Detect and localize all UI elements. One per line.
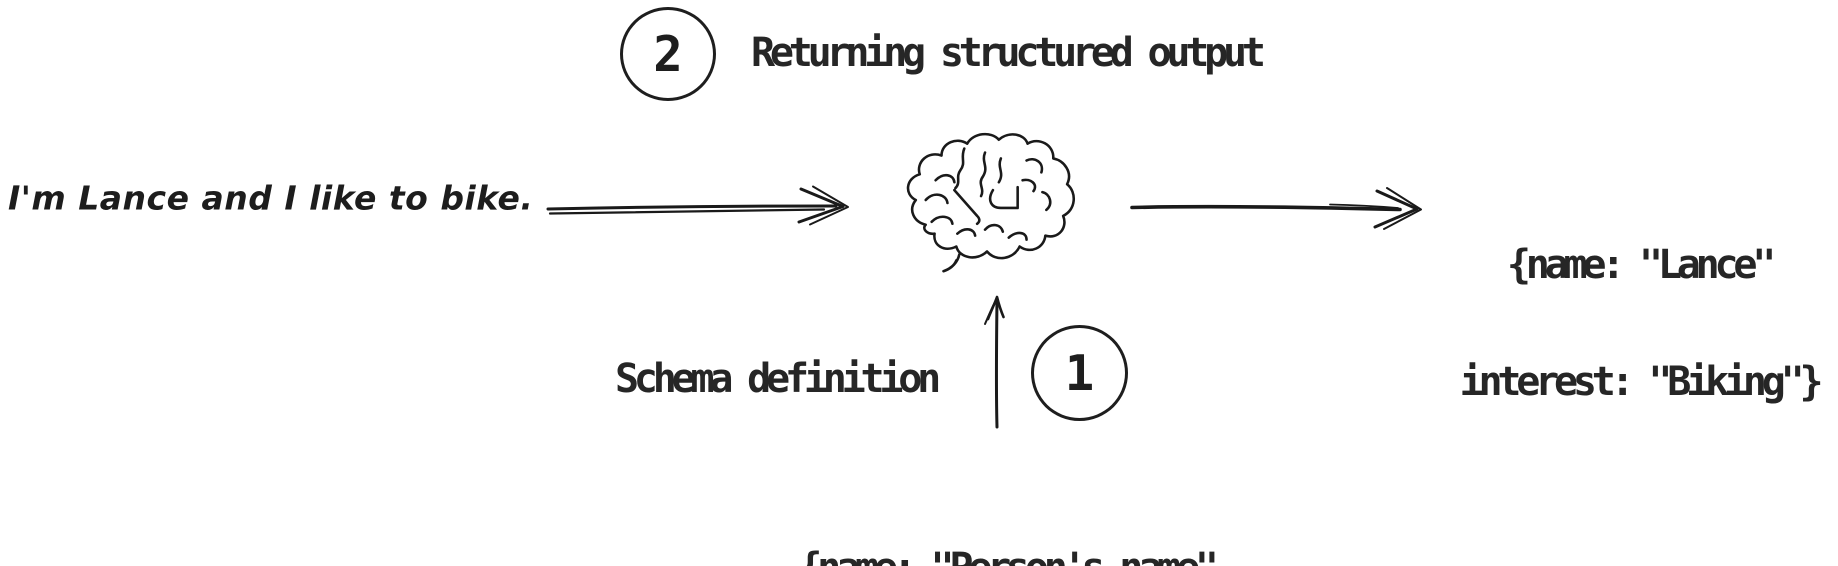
schema-json: {name: "Person's name" interest: "Person… bbox=[705, 478, 1307, 566]
brain-icon bbox=[906, 132, 1075, 273]
schema-json-line-1: {name: "Person's name" bbox=[705, 548, 1307, 566]
input-arrow bbox=[546, 185, 849, 226]
output-json-line-2: interest: "Biking"} bbox=[1459, 359, 1824, 405]
schema-arrow bbox=[984, 295, 1005, 429]
output-json: {name: "Lance" interest: "Biking"} bbox=[1438, 168, 1838, 480]
output-arrow bbox=[1130, 187, 1422, 230]
diagram-title: Returning structured output bbox=[751, 30, 1266, 77]
output-json-line-1: {name: "Lance" bbox=[1506, 242, 1777, 288]
step-2-number: 2 bbox=[653, 25, 683, 83]
step-1-number: 1 bbox=[1064, 344, 1095, 402]
schema-definition-label: Schema definition bbox=[615, 356, 941, 403]
step-1-badge: 1 bbox=[1031, 325, 1128, 421]
step-2-badge: 2 bbox=[620, 7, 716, 101]
input-message: I'm Lance and I like to bike. bbox=[8, 178, 534, 218]
